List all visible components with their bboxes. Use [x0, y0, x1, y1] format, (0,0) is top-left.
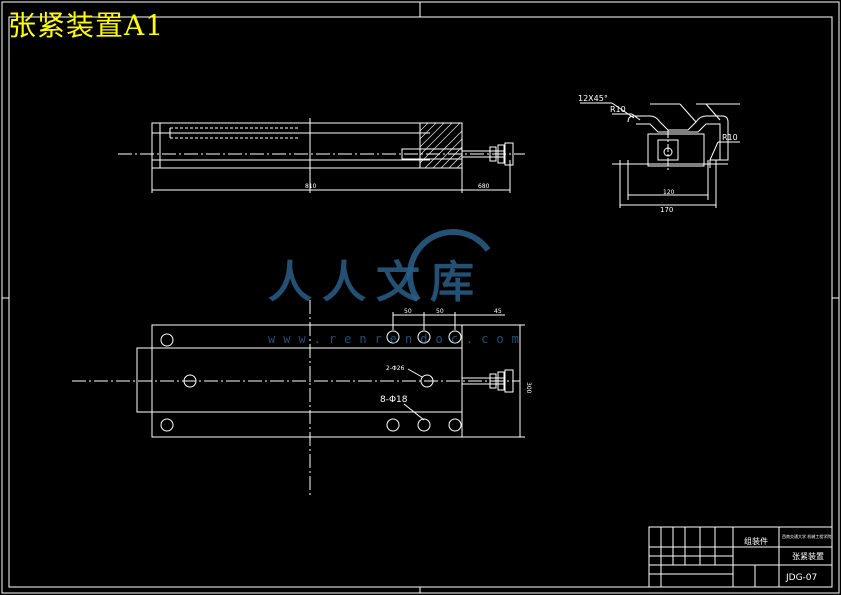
dim-radius-left: R10 [610, 105, 626, 114]
end-view [580, 102, 740, 208]
plan-view [72, 300, 525, 498]
dim-length-main: 810 [305, 183, 317, 190]
dim-chamfer: 12X45° [578, 94, 608, 103]
side-view [118, 118, 525, 193]
watermark-url: www.renrendoc.com [268, 332, 527, 346]
dim-outer-width: 170 [660, 206, 673, 214]
title-block-part-name: 张紧装置 [792, 551, 824, 561]
dim-overall-height: 300 [525, 382, 532, 394]
watermark-logo-icon [406, 229, 491, 302]
dim-length-rod: 680 [478, 183, 490, 190]
dim-hole-callout-1: 2-Φ26 [386, 365, 405, 372]
dim-spacing-3: 45 [494, 308, 502, 315]
dim-spacing-1: 50 [404, 308, 412, 315]
watermark-text: 人人文库 [268, 257, 484, 308]
dim-spacing-2: 50 [436, 308, 444, 315]
title-block-assembly: 组装件 [744, 536, 768, 546]
drawing-title: 张紧装置A1 [8, 9, 165, 42]
dim-hole-callout-2: 8-Φ18 [380, 395, 408, 405]
title-block-drawing-number: JDG-07 [785, 573, 817, 583]
dim-radius-right: R10 [722, 133, 738, 142]
title-block [648, 526, 833, 588]
dim-inner-width: 120 [663, 189, 675, 196]
title-block-school: 西南交通大学 机械工程学院 [782, 533, 831, 539]
